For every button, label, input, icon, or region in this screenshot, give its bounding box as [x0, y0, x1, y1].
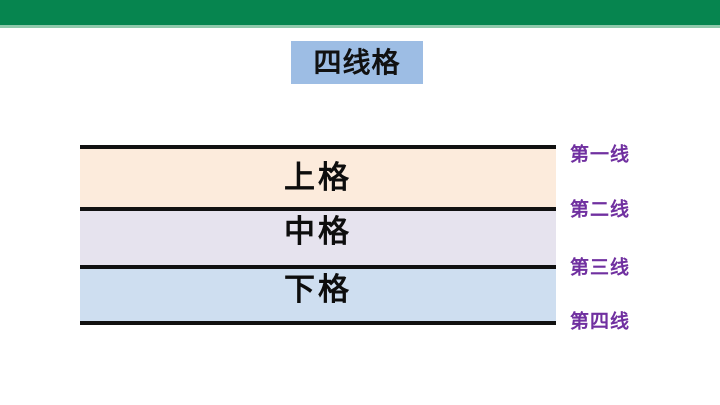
middle-cell-label: 中格 — [284, 214, 352, 250]
lower-cell-label: 下格 — [284, 272, 352, 308]
annotation-line-3: 第三线 — [570, 256, 631, 279]
annotation-line-4: 第四线 — [570, 310, 631, 333]
lower-cell: 下格 — [80, 269, 556, 321]
grid-rule-fourth — [80, 321, 556, 325]
grid-rule-second — [80, 207, 556, 211]
page-title: 四线格 — [313, 45, 401, 79]
upper-cell-label: 上格 — [284, 160, 352, 196]
annotation-line-2: 第二线 — [570, 198, 631, 221]
annotation-line-1: 第一线 — [570, 143, 631, 166]
grid-rule-first — [80, 145, 556, 149]
middle-cell: 中格 — [80, 211, 556, 265]
upper-cell: 上格 — [80, 149, 556, 207]
title-chip: 四线格 — [291, 41, 423, 84]
grid-rule-third — [80, 265, 556, 269]
four-line-grid: 上格 中格 下格 — [80, 145, 556, 328]
header-green-band — [0, 0, 720, 25]
header-band-underline — [0, 25, 720, 28]
